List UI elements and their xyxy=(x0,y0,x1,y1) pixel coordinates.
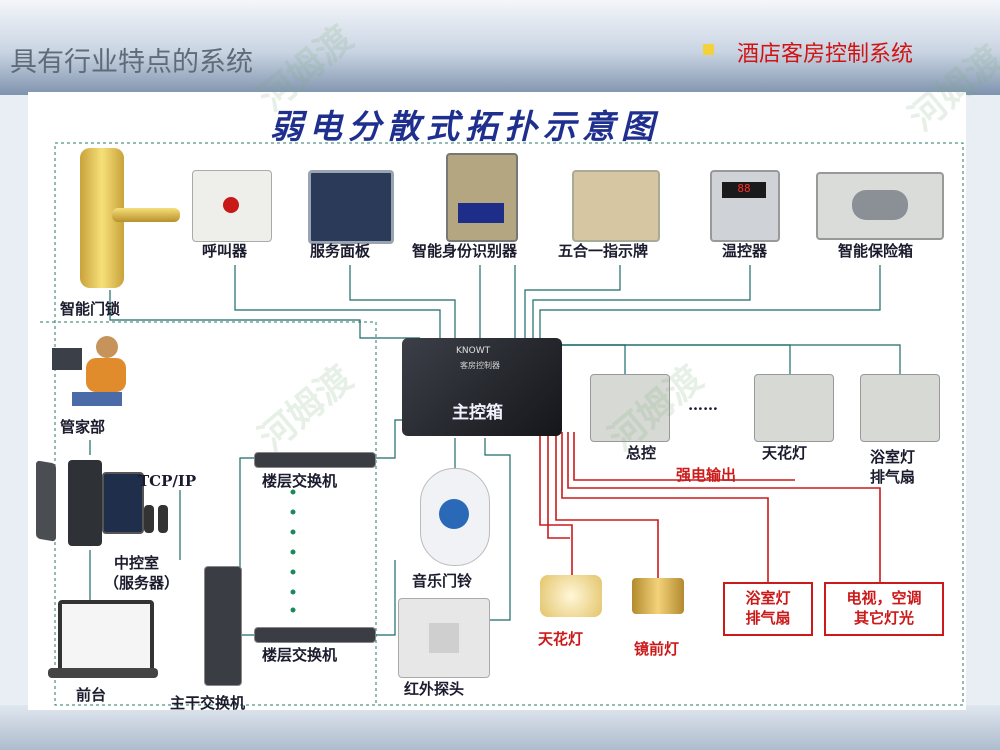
label-ceiling-lamp: 天花灯 xyxy=(538,630,584,648)
label-front-desk: 前台 xyxy=(76,686,107,704)
id-reader-icon xyxy=(446,153,518,242)
call-button-icon xyxy=(192,170,272,242)
keyboard-icon xyxy=(36,460,56,542)
speaker-icon-2 xyxy=(158,505,168,533)
safe-icon xyxy=(816,172,944,240)
butler-person-icon xyxy=(52,332,132,412)
tv-output-box: 电视，空调 其它灯光 xyxy=(824,582,944,636)
floor-switch-1-icon xyxy=(254,452,376,468)
label-bath-switch-2: 排气扇 xyxy=(870,468,916,486)
label-butler: 管家部 xyxy=(60,418,106,436)
monitor-icon xyxy=(102,472,144,534)
diagram-title: 弱电分散式拓扑示意图 xyxy=(270,107,660,146)
server-tower-icon xyxy=(68,460,102,546)
controller-brand: KNOWT xyxy=(456,346,491,356)
master-switch-icon xyxy=(590,374,670,442)
laptop-base-icon xyxy=(48,668,158,678)
indicator-panel-icon xyxy=(572,170,660,242)
footer-band xyxy=(0,705,1000,750)
tv-output-line2: 其它灯光 xyxy=(853,609,914,627)
bath-output-line1: 浴室灯 xyxy=(745,589,791,607)
door-handle-icon xyxy=(112,208,180,222)
floor-switch-2-icon xyxy=(254,627,376,643)
label-thermostat: 温控器 xyxy=(722,242,768,260)
label-bath-switch-1: 浴室灯 xyxy=(870,448,916,466)
thermostat-display: 88 xyxy=(722,182,766,198)
label-tcpip: TCP/IP xyxy=(138,472,197,490)
label-floor-switch-2: 楼层交换机 xyxy=(262,646,338,664)
tv-output-line1: 电视，空调 xyxy=(846,589,922,607)
ceiling-switch-icon xyxy=(754,374,834,442)
label-master-switch: 总控 xyxy=(626,444,657,462)
thermostat-icon: 88 xyxy=(710,170,780,242)
label-door-lock: 智能门锁 xyxy=(60,300,121,318)
doorbell-icon xyxy=(420,468,490,566)
label-indicator: 五合一指示牌 xyxy=(558,242,649,260)
bath-switch-icon xyxy=(860,374,940,442)
trunk-switch-icon xyxy=(204,566,242,686)
speaker-icon xyxy=(144,505,154,533)
laptop-icon xyxy=(58,600,154,672)
label-call-button: 呼叫器 xyxy=(202,242,248,260)
section-title: 具有行业特点的系统 xyxy=(10,47,253,78)
bullet-icon xyxy=(703,44,714,55)
controller-text: 客房控制器 xyxy=(460,361,500,370)
mirror-lamp-icon xyxy=(632,578,684,614)
label-infrared: 红外探头 xyxy=(404,680,465,698)
label-ceiling-switch: 天花灯 xyxy=(762,444,808,462)
service-panel-icon xyxy=(308,170,394,244)
label-doorbell: 音乐门铃 xyxy=(412,572,473,590)
ceiling-lamp-icon xyxy=(540,575,602,617)
header-band xyxy=(0,0,1000,95)
label-floor-switch-1: 楼层交换机 xyxy=(262,472,338,490)
label-ellipsis: …… xyxy=(688,396,718,414)
label-central-control: 中控室 xyxy=(114,554,160,572)
label-central-control-sub: （服务器） xyxy=(104,574,180,592)
main-controller-icon: KNOWT 客房控制器 xyxy=(402,338,562,436)
slide-title: 酒店客房控制系统 xyxy=(737,42,914,67)
label-id-reader: 智能身份识别器 xyxy=(412,242,518,260)
label-safe: 智能保险箱 xyxy=(838,242,914,260)
bath-output-box: 浴室灯 排气扇 xyxy=(723,582,813,636)
label-main-box: 主控箱 xyxy=(452,403,503,423)
bath-output-line2: 排气扇 xyxy=(745,609,791,627)
label-strong-output: 强电输出 xyxy=(676,466,737,484)
label-service-panel: 服务面板 xyxy=(310,242,371,260)
infrared-sensor-icon xyxy=(398,598,490,678)
label-trunk-switch: 主干交换机 xyxy=(170,694,246,712)
label-mirror-lamp: 镜前灯 xyxy=(634,640,680,658)
